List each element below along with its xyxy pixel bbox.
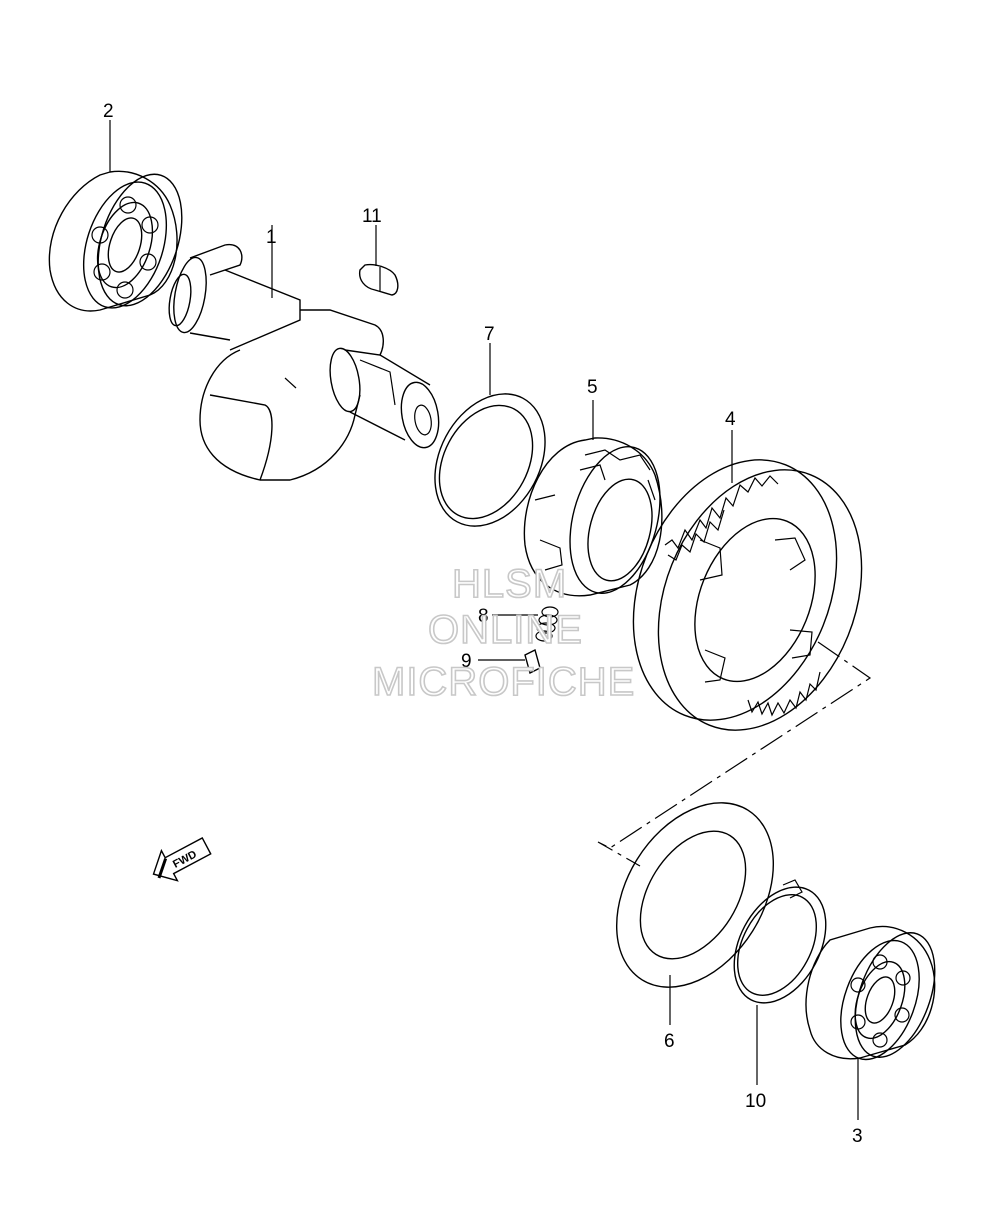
washer-part-6[interactable] (584, 774, 805, 1025)
gear-part-4[interactable] (596, 429, 898, 761)
label-part-2: 2 (103, 101, 114, 122)
label-part-5: 5 (587, 377, 598, 398)
label-part-4: 4 (725, 409, 736, 430)
watermark-line-1: HLSM (452, 562, 567, 606)
fwd-arrow-icon: FWD (152, 837, 212, 882)
label-part-6: 6 (664, 1031, 675, 1052)
label-part-11: 11 (362, 206, 382, 227)
watermark-line-3: MICROFICHE (372, 660, 635, 704)
bearing-part-3[interactable] (805, 922, 950, 1120)
label-part-9: 9 (461, 651, 472, 672)
label-part-3: 3 (852, 1126, 863, 1147)
watermark-line-2: ONLINE (428, 608, 583, 652)
label-part-1: 1 (266, 227, 277, 248)
label-part-8: 8 (478, 606, 489, 627)
assembly-bracket-line (597, 641, 872, 867)
bearing-part-2[interactable] (48, 120, 197, 319)
label-part-10: 10 (745, 1091, 766, 1112)
spring-part-8[interactable] (492, 606, 559, 642)
o-ring-part-7[interactable] (413, 343, 567, 545)
pin-part-9[interactable] (478, 648, 541, 675)
key-part-11[interactable] (358, 225, 399, 296)
crank-shaft-part-1[interactable] (166, 225, 444, 481)
circlip-part-10[interactable] (716, 871, 845, 1085)
cam-part-5[interactable] (523, 400, 675, 603)
label-part-7: 7 (484, 324, 495, 345)
